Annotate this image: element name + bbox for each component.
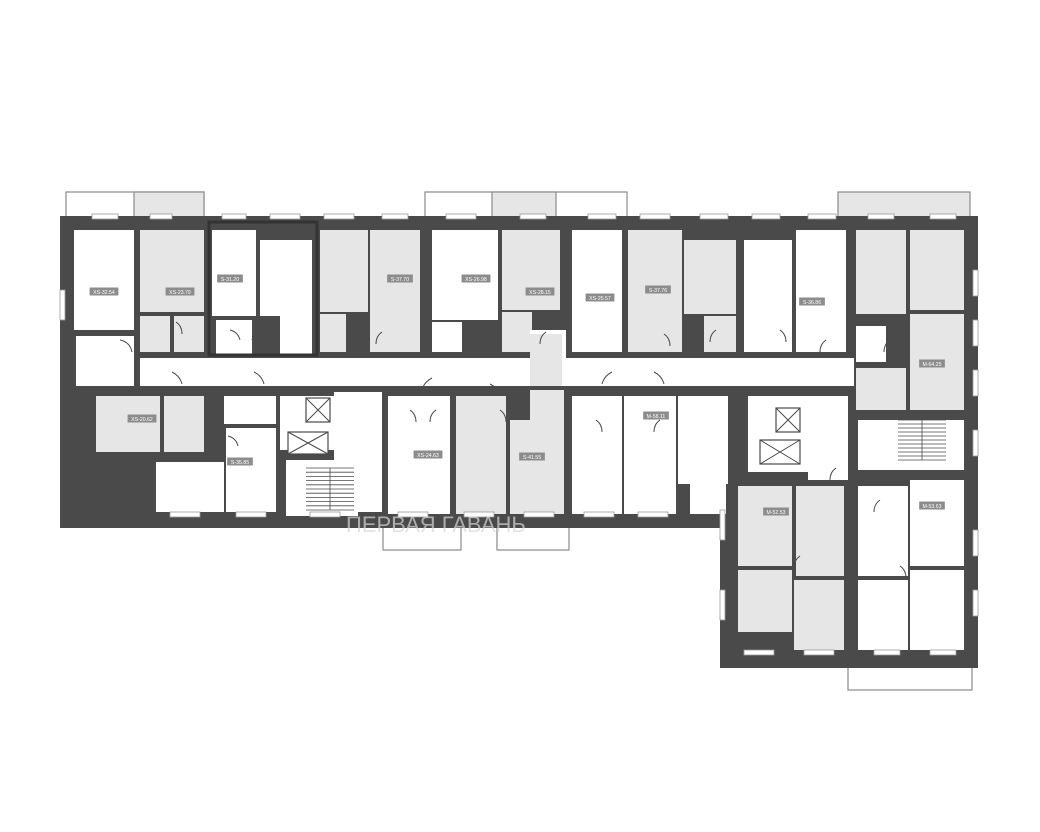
apartment-label-text: S-31.20 [221,277,239,283]
apartment-label[interactable]: XS-25.57 [585,293,615,302]
apartment-label-text: XS-28.15 [529,290,551,296]
apartment-label[interactable]: S-31.20 [217,274,243,283]
apartment-label[interactable]: XS-26.98 [461,274,491,283]
apartment-label-bg [89,287,119,296]
apartment-label[interactable]: XS-28.15 [525,287,555,296]
apartment-label[interactable]: S-36.86 [799,297,825,306]
apartment-label-text: XS-26.98 [465,277,487,283]
apartment-label-text: M-58.11 [647,414,666,420]
apartment-label-text: M-64.25 [922,362,941,368]
apartment-label[interactable]: S-41.55 [519,452,545,461]
doors [119,321,907,579]
windows [59,213,979,656]
apartment-label-text: S-35.85 [231,460,249,466]
apartment-label-text: M-52.53 [766,510,785,516]
apartment-label-text: S-36.86 [803,300,821,306]
apartment-label-bg [585,293,615,302]
apartment-label[interactable]: S-35.85 [227,457,253,466]
apartment-label-bg [919,501,945,510]
apartment-label-bg [763,507,789,516]
apartment-label-text: XS-25.57 [589,296,611,302]
apartment-label-bg [919,359,945,368]
apartment-label-text: S-37.76 [649,288,667,294]
apartment-label-bg [799,297,825,306]
apartment-label-bg [387,274,413,283]
apartment-label[interactable]: XS-23.79 [165,287,195,296]
apartment-label[interactable]: M-64.25 [919,359,945,368]
apartment-label[interactable]: M-52.53 [763,507,789,516]
watermark: ПЕРВАЯ ГАВАНЬ [346,512,526,537]
apartment-label-text: XS-32.54 [93,290,115,296]
apartment-label-bg [413,450,443,459]
apartment-label-bg [525,287,555,296]
apartment-label-text: XS-24.63 [417,453,439,459]
elevators [287,397,801,465]
apartment-label[interactable]: M-53.63 [919,501,945,510]
apartment-label[interactable]: XS-24.63 [413,450,443,459]
apartment-label-text: S-37.70 [391,277,409,283]
apartment-label[interactable]: S-37.70 [387,274,413,283]
apartment-label[interactable]: XS-20.62 [127,414,157,423]
selected-apartment-outline [207,220,319,357]
apartment-label-bg [217,274,243,283]
apartment-label[interactable]: M-58.11 [643,411,669,420]
apartment-label-text: XS-23.79 [169,290,191,296]
apartment-label-text: M-53.63 [922,504,941,510]
apartment-label-bg [461,274,491,283]
apartment-labels: XS-32.54 XS-23.79 S-31.20 S-37.70 XS-26.98XS… [89,274,945,516]
apartment-label-bg [127,414,157,423]
apartment-label-bg [165,287,195,296]
apartment-label-bg [645,285,671,294]
stairs [306,419,946,511]
apartment-label[interactable]: S-37.76 [645,285,671,294]
apartment-label-bg [643,411,669,420]
apartment-label-bg [519,452,545,461]
apartment-label-text: S-41.55 [523,455,541,461]
apartment-label-text: XS-20.62 [131,417,153,423]
apartment-label[interactable]: XS-32.54 [89,287,119,296]
apartment-label-bg [227,457,253,466]
